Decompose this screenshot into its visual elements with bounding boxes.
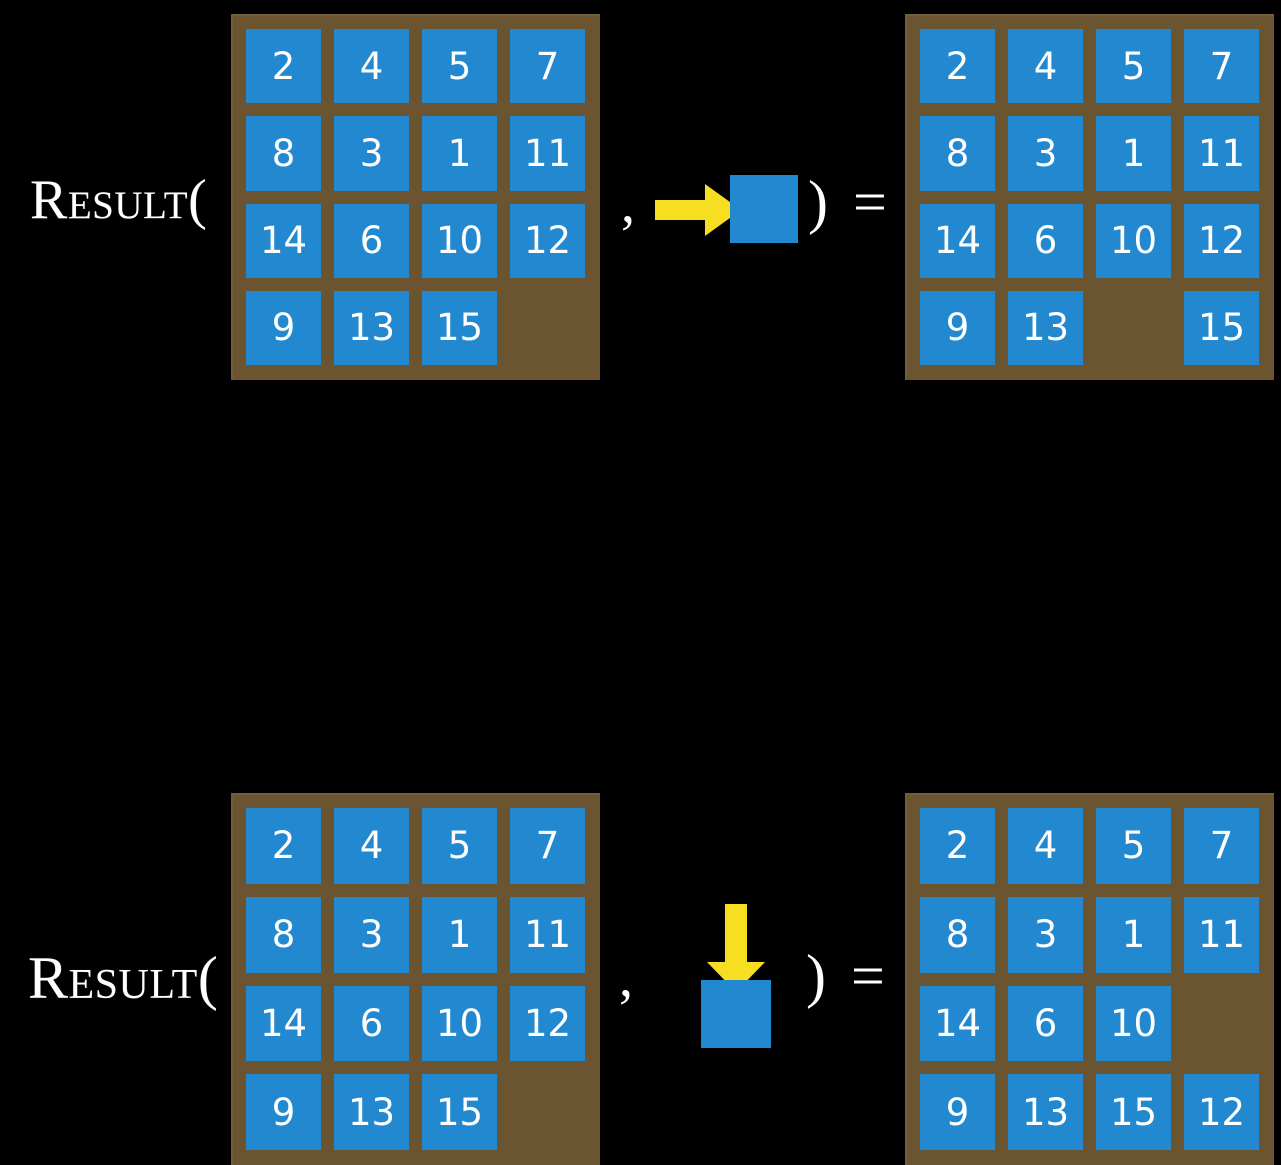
tile[interactable]: 11 xyxy=(1184,896,1259,973)
tile[interactable]: 9 xyxy=(246,1074,321,1150)
tile[interactable]: 10 xyxy=(422,985,497,1062)
tile[interactable]: 3 xyxy=(334,116,409,191)
tile[interactable]: 11 xyxy=(1184,116,1259,191)
tile[interactable]: 15 xyxy=(422,1074,497,1150)
tile[interactable]: 8 xyxy=(246,116,321,191)
tile[interactable]: 13 xyxy=(1008,1074,1083,1150)
tile[interactable]: 7 xyxy=(510,808,585,884)
tile[interactable]: 3 xyxy=(1008,116,1083,191)
tile[interactable]: 13 xyxy=(334,1074,409,1150)
puzzle-board-row1-before: 2 4 5 7 8 3 1 11 14 6 10 12 9 13 15 xyxy=(231,14,600,380)
tile[interactable]: 2 xyxy=(246,808,321,884)
tile[interactable]: 6 xyxy=(1008,203,1083,278)
tile[interactable]: 12 xyxy=(510,203,585,278)
result-function-label-row-2: Result( xyxy=(28,945,219,1011)
tile[interactable]: 15 xyxy=(1184,290,1259,365)
tile[interactable]: 8 xyxy=(246,896,321,973)
tile[interactable]: 9 xyxy=(920,1074,995,1150)
argument-separator-comma: , xyxy=(621,173,635,235)
tile[interactable]: 15 xyxy=(1096,1074,1171,1150)
tile[interactable]: 14 xyxy=(246,203,321,278)
tile[interactable]: 5 xyxy=(1096,29,1171,104)
tile[interactable]: 2 xyxy=(920,29,995,104)
paren-equals-row-1: ) = xyxy=(808,169,892,235)
tile[interactable]: 2 xyxy=(246,29,321,104)
tile[interactable]: 5 xyxy=(1096,808,1171,884)
tile[interactable]: 2 xyxy=(920,808,995,884)
tile[interactable]: 5 xyxy=(422,29,497,104)
tile[interactable]: 4 xyxy=(334,808,409,884)
tile[interactable]: 1 xyxy=(422,116,497,191)
tile[interactable]: 3 xyxy=(1008,896,1083,973)
action-blank-square-row-2[interactable] xyxy=(701,980,771,1048)
tile[interactable]: 1 xyxy=(422,896,497,973)
argument-separator-comma: , xyxy=(619,947,633,1009)
tile[interactable]: 13 xyxy=(334,290,409,365)
tile[interactable]: 6 xyxy=(334,985,409,1062)
tile[interactable]: 6 xyxy=(334,203,409,278)
equation-row-2: Result( 2 4 5 7 8 3 1 11 14 6 10 12 9 13… xyxy=(0,390,1281,1165)
action-blank-square-row-1[interactable] xyxy=(730,175,798,243)
blank-tile[interactable] xyxy=(1096,291,1171,365)
blank-tile[interactable] xyxy=(1184,986,1259,1062)
arrow-right-icon xyxy=(655,184,741,236)
puzzle-board-row1-after: 2 4 5 7 8 3 1 11 14 6 10 12 9 13 15 xyxy=(905,14,1274,380)
paren-equals-row-2: ) = xyxy=(806,943,890,1009)
tile[interactable]: 7 xyxy=(1184,808,1259,884)
puzzle-board-row2-before: 2 4 5 7 8 3 1 11 14 6 10 12 9 13 15 xyxy=(231,793,600,1165)
puzzle-board-row2-after: 2 4 5 7 8 3 1 11 14 6 10 9 13 15 12 xyxy=(905,793,1274,1165)
tile[interactable]: 14 xyxy=(920,203,995,278)
tile[interactable]: 8 xyxy=(920,116,995,191)
tile[interactable]: 12 xyxy=(1184,203,1259,278)
tile[interactable]: 11 xyxy=(510,116,585,191)
tile[interactable]: 4 xyxy=(334,29,409,104)
tile[interactable]: 12 xyxy=(1184,1074,1259,1150)
tile[interactable]: 7 xyxy=(1184,29,1259,104)
result-function-label-row-1: Result( xyxy=(30,169,208,231)
equation-row-1: Result( 2 4 5 7 8 3 1 11 14 6 10 12 9 13… xyxy=(0,0,1281,390)
tile[interactable]: 5 xyxy=(422,808,497,884)
tile[interactable]: 10 xyxy=(1096,203,1171,278)
tile[interactable]: 7 xyxy=(510,29,585,104)
tile[interactable]: 11 xyxy=(510,896,585,973)
tile[interactable]: 12 xyxy=(510,985,585,1062)
tile[interactable]: 4 xyxy=(1008,808,1083,884)
tile[interactable]: 9 xyxy=(920,290,995,365)
tile[interactable]: 15 xyxy=(422,290,497,365)
tile[interactable]: 14 xyxy=(920,985,995,1062)
blank-tile[interactable] xyxy=(510,291,585,365)
tile[interactable]: 14 xyxy=(246,985,321,1062)
tile[interactable]: 8 xyxy=(920,896,995,973)
arrow-down-icon xyxy=(707,904,765,992)
tile[interactable]: 3 xyxy=(334,896,409,973)
tile[interactable]: 1 xyxy=(1096,896,1171,973)
tile[interactable]: 10 xyxy=(422,203,497,278)
tile[interactable]: 6 xyxy=(1008,985,1083,1062)
tile[interactable]: 13 xyxy=(1008,290,1083,365)
tile[interactable]: 1 xyxy=(1096,116,1171,191)
tile[interactable]: 4 xyxy=(1008,29,1083,104)
tile[interactable]: 9 xyxy=(246,290,321,365)
blank-tile[interactable] xyxy=(510,1074,585,1150)
tile[interactable]: 10 xyxy=(1096,985,1171,1062)
